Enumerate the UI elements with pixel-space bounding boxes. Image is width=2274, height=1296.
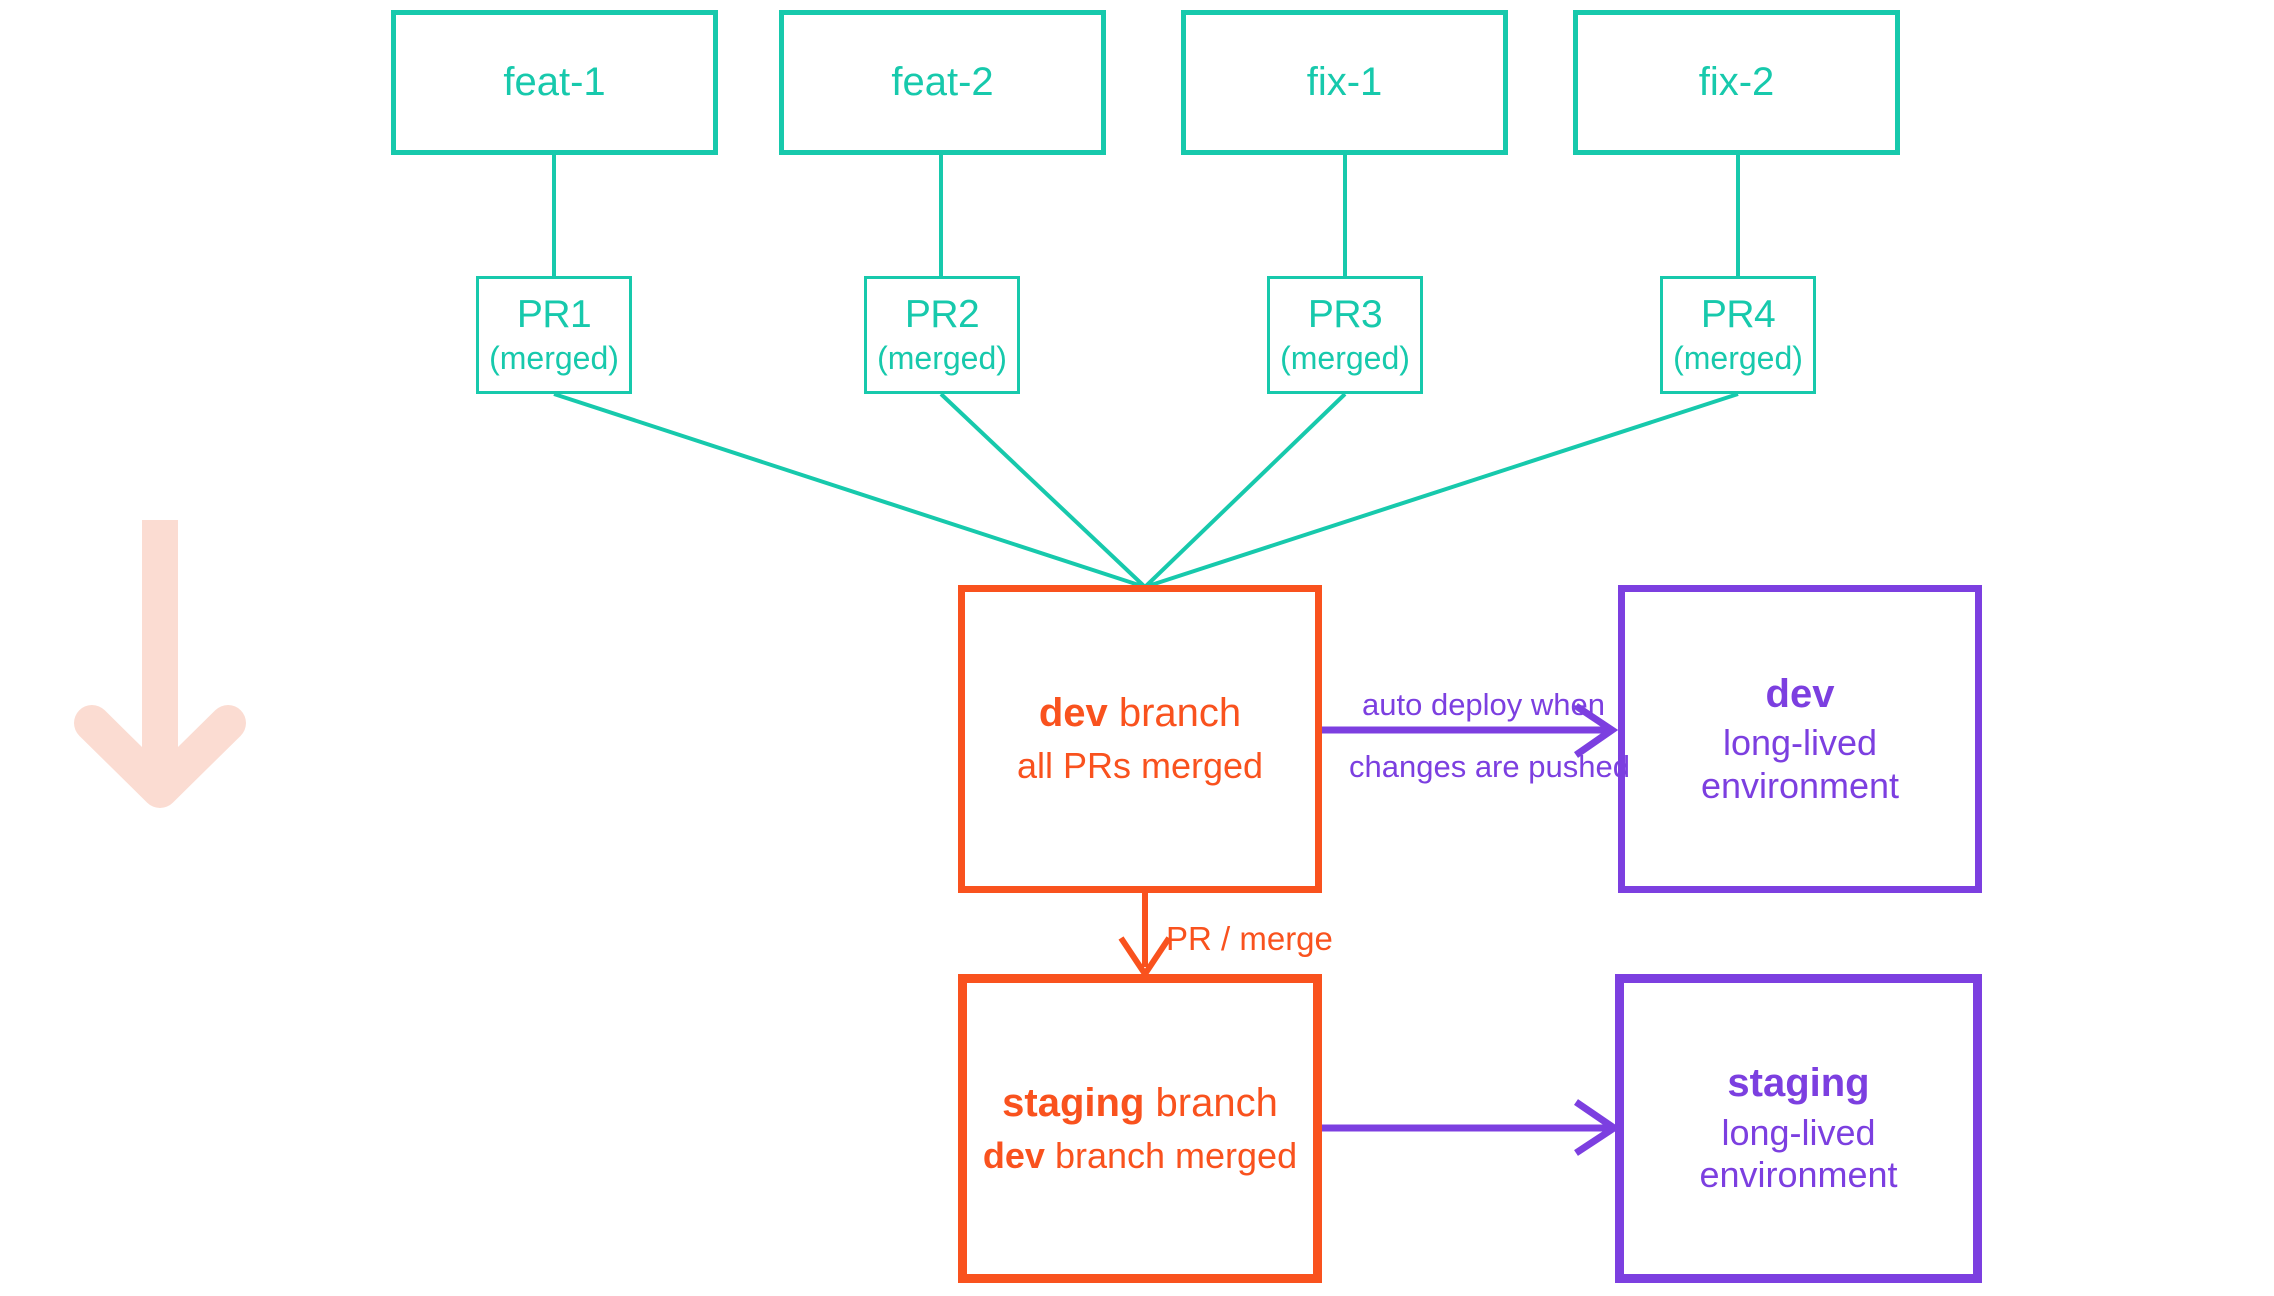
source-branch-fix-1[interactable]: fix-1 <box>1181 10 1508 155</box>
dev-environment-name: dev <box>1765 671 1835 716</box>
staging-branch-subtitle: dev branch merged <box>983 1135 1297 1177</box>
staging-branch-name-suffix: branch <box>1144 1080 1278 1125</box>
dev-environment-node[interactable]: dev long-lived environment <box>1618 585 1982 893</box>
dev-to-staging-arrow <box>1118 893 1172 980</box>
staging-branch-node[interactable]: staging branch dev branch merged <box>958 974 1322 1283</box>
staging-branch-name: staging <box>1002 1080 1145 1125</box>
pr-to-dev-connectors <box>553 392 1739 589</box>
source-branch-fix-2[interactable]: fix-2 <box>1573 10 1900 155</box>
pull-request-pr2[interactable]: PR2 (merged) <box>864 276 1020 394</box>
pull-request-pr4[interactable]: PR4 (merged) <box>1660 276 1816 394</box>
staging-environment-node[interactable]: staging long-lived environment <box>1615 974 1982 1283</box>
flow-direction-arrow-icon <box>74 520 246 808</box>
pr-status: (merged) <box>1280 340 1410 377</box>
pr-status: (merged) <box>877 340 1007 377</box>
pr-title: PR3 <box>1307 293 1383 337</box>
dev-environment-line3: environment <box>1700 764 1900 806</box>
pull-request-pr3[interactable]: PR3 (merged) <box>1267 276 1423 394</box>
auto-deploy-label-top: auto deploy when <box>1362 687 1606 722</box>
pr-title: PR2 <box>904 293 980 337</box>
staging-branch-subtitle-rest: branch merged <box>1044 1134 1298 1176</box>
source-branch-label: feat-2 <box>891 59 994 104</box>
pr-title: PR1 <box>516 293 592 337</box>
dev-branch-name: dev <box>1038 691 1108 736</box>
pr-merge-label: PR / merge <box>1166 920 1333 957</box>
pr-status: (merged) <box>489 340 619 377</box>
staging-environment-line3: environment <box>1699 1154 1898 1196</box>
dev-environment-line2: long-lived <box>1722 722 1878 764</box>
pr-status: (merged) <box>1673 340 1803 377</box>
source-branch-label: fix-2 <box>1698 59 1775 104</box>
source-branch-label: feat-1 <box>503 59 606 104</box>
source-branch-feat-1[interactable]: feat-1 <box>391 10 718 155</box>
dev-branch-node[interactable]: dev branch all PRs merged <box>958 585 1322 893</box>
staging-to-staging-env-arrow <box>1322 1099 1621 1156</box>
source-branch-feat-2[interactable]: feat-2 <box>779 10 1106 155</box>
dev-branch-subtitle: all PRs merged <box>1016 745 1264 787</box>
source-branch-label: fix-1 <box>1306 59 1383 104</box>
branch-to-pr-connectors <box>552 155 1740 276</box>
staging-environment-line2: long-lived <box>1721 1111 1876 1153</box>
staging-branch-subtitle-bold: dev <box>982 1134 1045 1176</box>
staging-branch-title: staging branch <box>1002 1080 1278 1127</box>
dev-branch-title: dev branch <box>1039 690 1241 737</box>
pull-request-pr1[interactable]: PR1 (merged) <box>476 276 632 394</box>
auto-deploy-label-bottom: changes are pushed <box>1349 749 1630 784</box>
staging-environment-name: staging <box>1727 1061 1870 1106</box>
dev-branch-name-suffix: branch <box>1107 691 1242 736</box>
pr-title: PR4 <box>1700 293 1776 337</box>
